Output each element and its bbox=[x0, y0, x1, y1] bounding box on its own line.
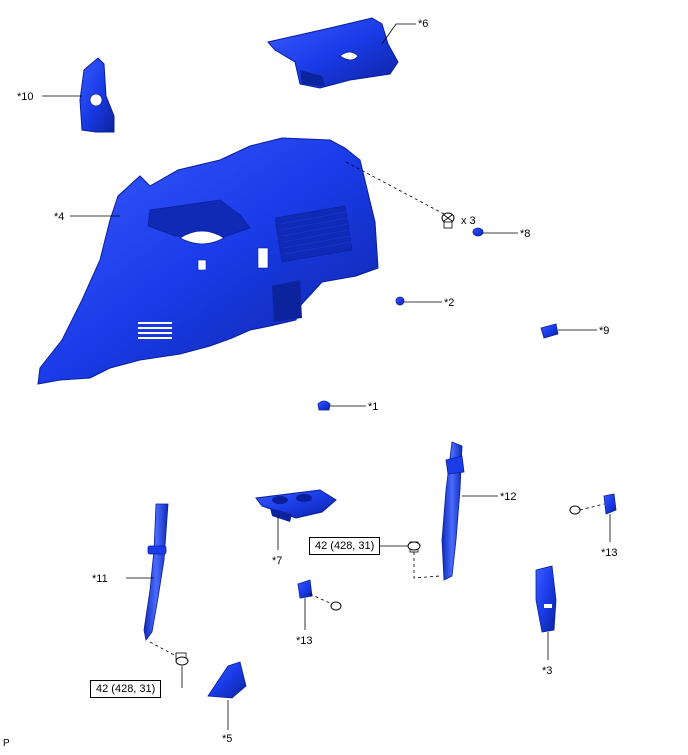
quantity-label: x 3 bbox=[461, 215, 476, 227]
part-6-upper-trim bbox=[267, 17, 399, 89]
callout-1: *1 bbox=[368, 401, 378, 413]
callout-6: *6 bbox=[418, 18, 428, 30]
assembly-lines bbox=[149, 161, 605, 657]
callout-2: *2 bbox=[444, 297, 454, 309]
bolt-icon-center bbox=[407, 541, 421, 553]
part-5-cover bbox=[207, 661, 247, 699]
callout-11: *11 bbox=[92, 573, 108, 585]
bolt-icon-center-lower bbox=[330, 601, 342, 611]
part-12-seat-belt bbox=[441, 441, 465, 581]
callout-12: *12 bbox=[500, 491, 517, 503]
bolt-icon-right bbox=[569, 505, 581, 515]
part-7-cup-holder bbox=[255, 489, 337, 522]
leader-lines bbox=[42, 23, 611, 730]
part-4-quarter-trim-panel bbox=[37, 137, 379, 385]
part-13-anchor-right bbox=[603, 493, 617, 515]
callout-7: *7 bbox=[272, 555, 282, 567]
callout-4: *4 bbox=[54, 211, 64, 223]
torque-spec-center: 42 (428, 31) bbox=[309, 537, 381, 555]
part-11-seat-belt bbox=[143, 503, 169, 641]
callout-3: *3 bbox=[542, 665, 552, 677]
part-8-clip bbox=[472, 227, 484, 237]
bolt-icon-left bbox=[175, 652, 189, 666]
part-9-cover bbox=[540, 323, 559, 339]
callout-13-right: *13 bbox=[601, 547, 618, 559]
part-10-pillar-trim bbox=[79, 57, 115, 133]
part-3-cover bbox=[535, 565, 557, 633]
part-13-anchor-center bbox=[297, 579, 313, 599]
torque-spec-left: 42 (428, 31) bbox=[90, 680, 162, 698]
screw-icon bbox=[441, 212, 455, 229]
figure-code: P bbox=[3, 738, 10, 749]
callout-9: *9 bbox=[599, 325, 609, 337]
part-2-clip bbox=[395, 296, 405, 306]
callout-8: *8 bbox=[520, 228, 530, 240]
callout-5: *5 bbox=[222, 733, 232, 745]
callout-13-center: *13 bbox=[296, 635, 313, 647]
part-1-clip bbox=[317, 400, 331, 411]
callout-10: *10 bbox=[17, 91, 34, 103]
